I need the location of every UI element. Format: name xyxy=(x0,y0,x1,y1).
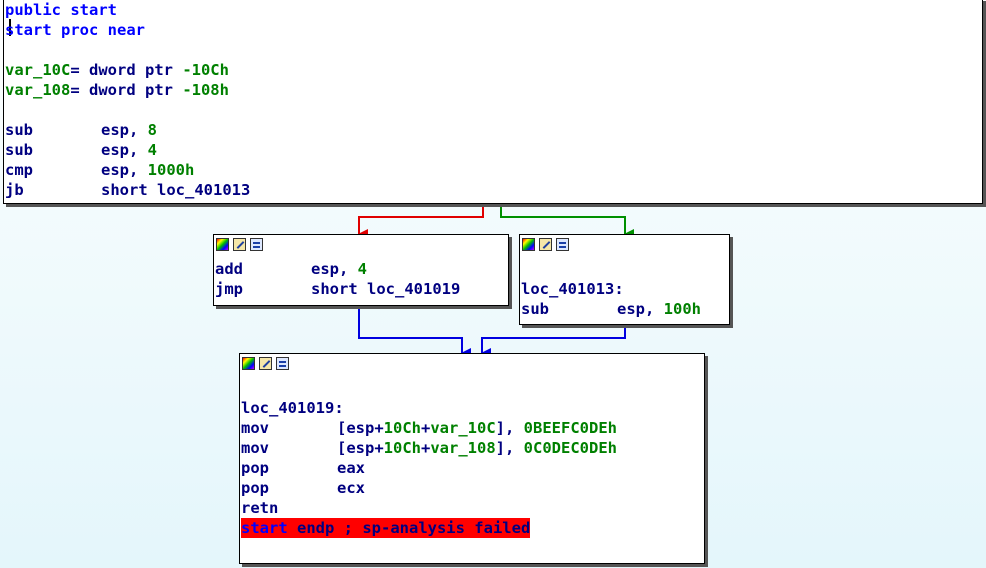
line-proc-near[interactable]: start proc near xyxy=(5,21,146,39)
edge-true xyxy=(500,205,634,239)
line-public-start[interactable]: public start xyxy=(5,1,118,19)
edge-jump-left xyxy=(358,306,471,358)
line-var-108[interactable]: var_108= dword ptr -108h xyxy=(5,81,229,99)
label-loc-401013[interactable]: loc_401013: xyxy=(521,280,624,298)
edge-false xyxy=(358,205,484,239)
code-block-loc-401019[interactable]: loc_401019: mov[esp+10Ch+var_10C], 0BEEF… xyxy=(239,353,705,564)
endp-error-line[interactable]: start endp ; sp-analysis failed xyxy=(241,518,531,538)
code-block-entry[interactable]: public start start proc near var_10C= dw… xyxy=(3,0,983,204)
line-var-10c[interactable]: var_10C= dword ptr -10Ch xyxy=(5,61,229,79)
edge-jump-right xyxy=(481,325,626,358)
color-icon[interactable] xyxy=(522,238,535,251)
instr-mov-2[interactable]: mov[esp+10Ch+var_108], 0C0DEC0DEh xyxy=(241,439,617,457)
edit-icon[interactable] xyxy=(259,357,272,370)
label-loc-401019[interactable]: loc_401019: xyxy=(241,399,344,417)
instr-retn[interactable]: retn xyxy=(241,499,279,517)
instr-mov-1[interactable]: mov[esp+10Ch+var_10C], 0BEEFC0DEh xyxy=(241,419,617,437)
color-icon[interactable] xyxy=(216,238,229,251)
edit-icon[interactable] xyxy=(539,238,552,251)
graph-icon[interactable] xyxy=(556,238,569,251)
text-cursor xyxy=(9,19,11,36)
graph-icon[interactable] xyxy=(276,357,289,370)
color-icon[interactable] xyxy=(242,357,255,370)
graph-icon[interactable] xyxy=(250,238,263,251)
edit-icon[interactable] xyxy=(233,238,246,251)
